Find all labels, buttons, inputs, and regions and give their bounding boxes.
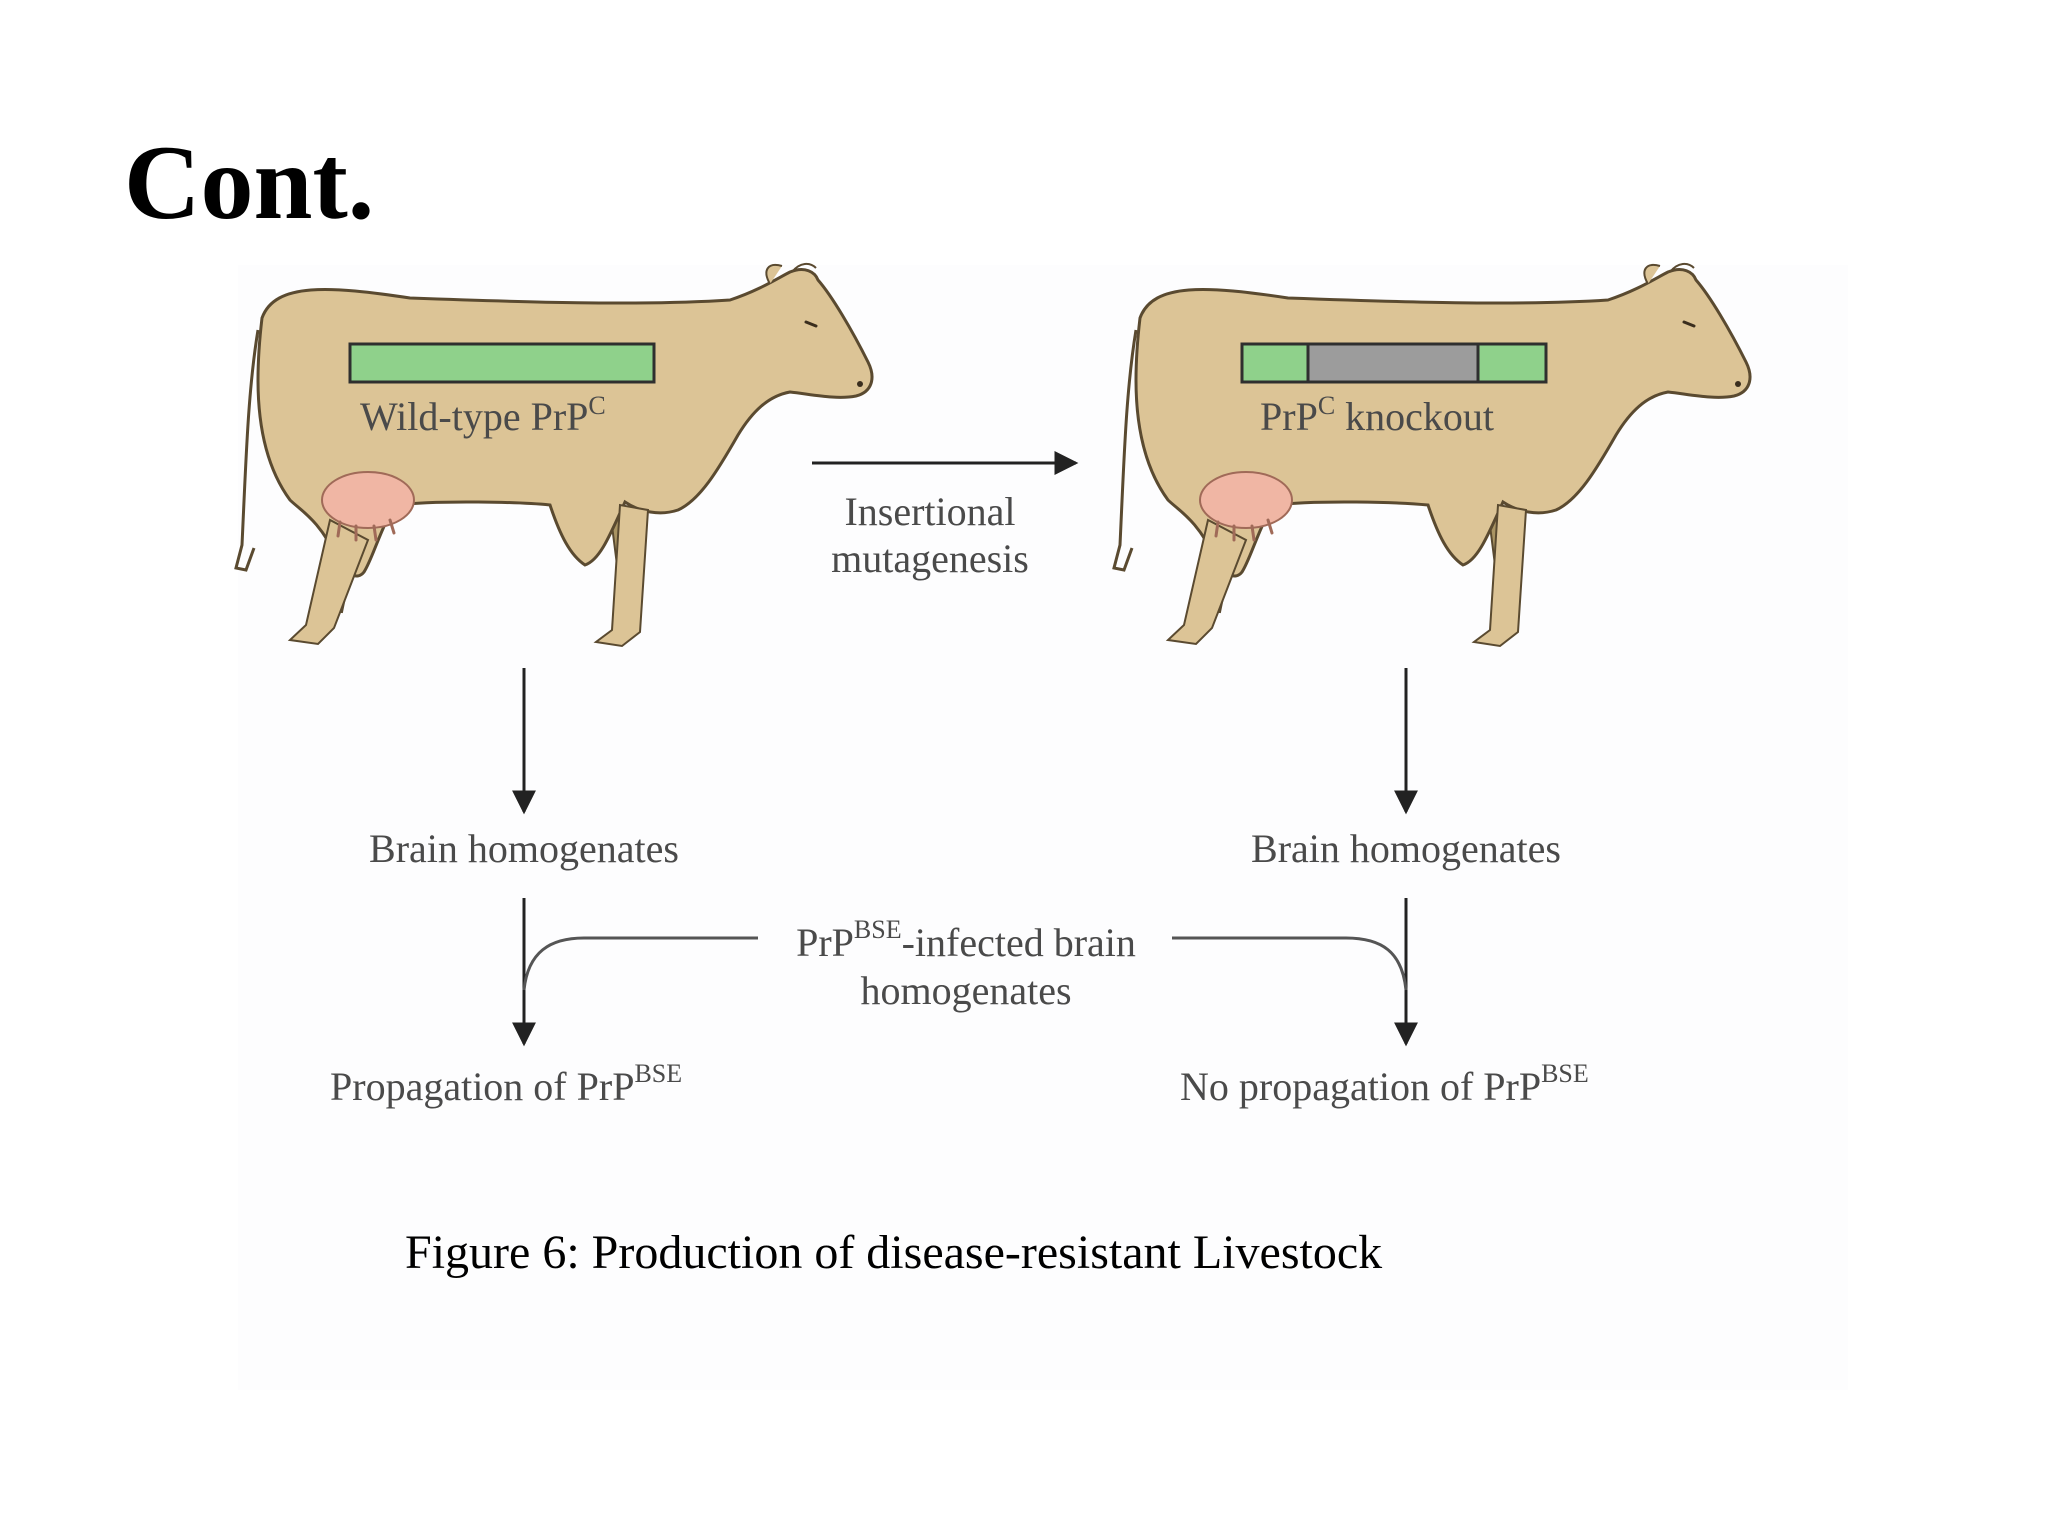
- inoculum-post: -infected brain: [902, 920, 1136, 965]
- wild-type-label: Wild-type PrP: [360, 394, 588, 439]
- svg-text:No propagation of PrPBSE: No propagation of PrPBSE: [1180, 1059, 1589, 1109]
- knockout-label: PrP: [1260, 394, 1318, 439]
- inoculum-line2: homogenates: [860, 968, 1071, 1013]
- svg-text:PrPBSE-infected brain: PrPBSE-infected brain: [796, 915, 1136, 965]
- left-brain-homogenates: Brain homogenates: [369, 826, 679, 871]
- right-result-sup: BSE: [1541, 1059, 1589, 1088]
- left-inoculum-curve: [522, 936, 758, 991]
- knockout-label-sup: C: [1318, 391, 1335, 420]
- svg-text:Wild-type PrPC: Wild-type PrPC: [360, 391, 606, 439]
- figure-caption: Figure 6: Production of disease-resistan…: [405, 1226, 1383, 1279]
- mutagenesis-label-line1: Insertional: [844, 489, 1015, 534]
- mutagenesis-label-line2: mutagenesis: [831, 536, 1029, 581]
- wild-type-gene-bar: [348, 342, 656, 384]
- knockout-cow: PrPC knockout: [1112, 262, 1752, 648]
- slide-title: Cont.: [124, 124, 375, 241]
- left-result: Propagation of PrP: [330, 1064, 634, 1109]
- inoculum-pre: PrP: [796, 920, 854, 965]
- knockout-label-rest: knockout: [1335, 394, 1494, 439]
- wild-type-cow: Wild-type PrPC: [234, 262, 874, 648]
- wild-type-label-sup: C: [588, 391, 605, 420]
- inoculum-sup: BSE: [854, 915, 902, 944]
- svg-text:Propagation of PrPBSE: Propagation of PrPBSE: [330, 1059, 682, 1109]
- left-result-sup: BSE: [634, 1059, 682, 1088]
- right-result: No propagation of PrP: [1180, 1064, 1541, 1109]
- knockout-gene-bar: [1240, 342, 1548, 384]
- svg-text:PrPC knockout: PrPC knockout: [1260, 391, 1494, 439]
- right-brain-homogenates: Brain homogenates: [1251, 826, 1561, 871]
- right-inoculum-curve: [1172, 936, 1408, 991]
